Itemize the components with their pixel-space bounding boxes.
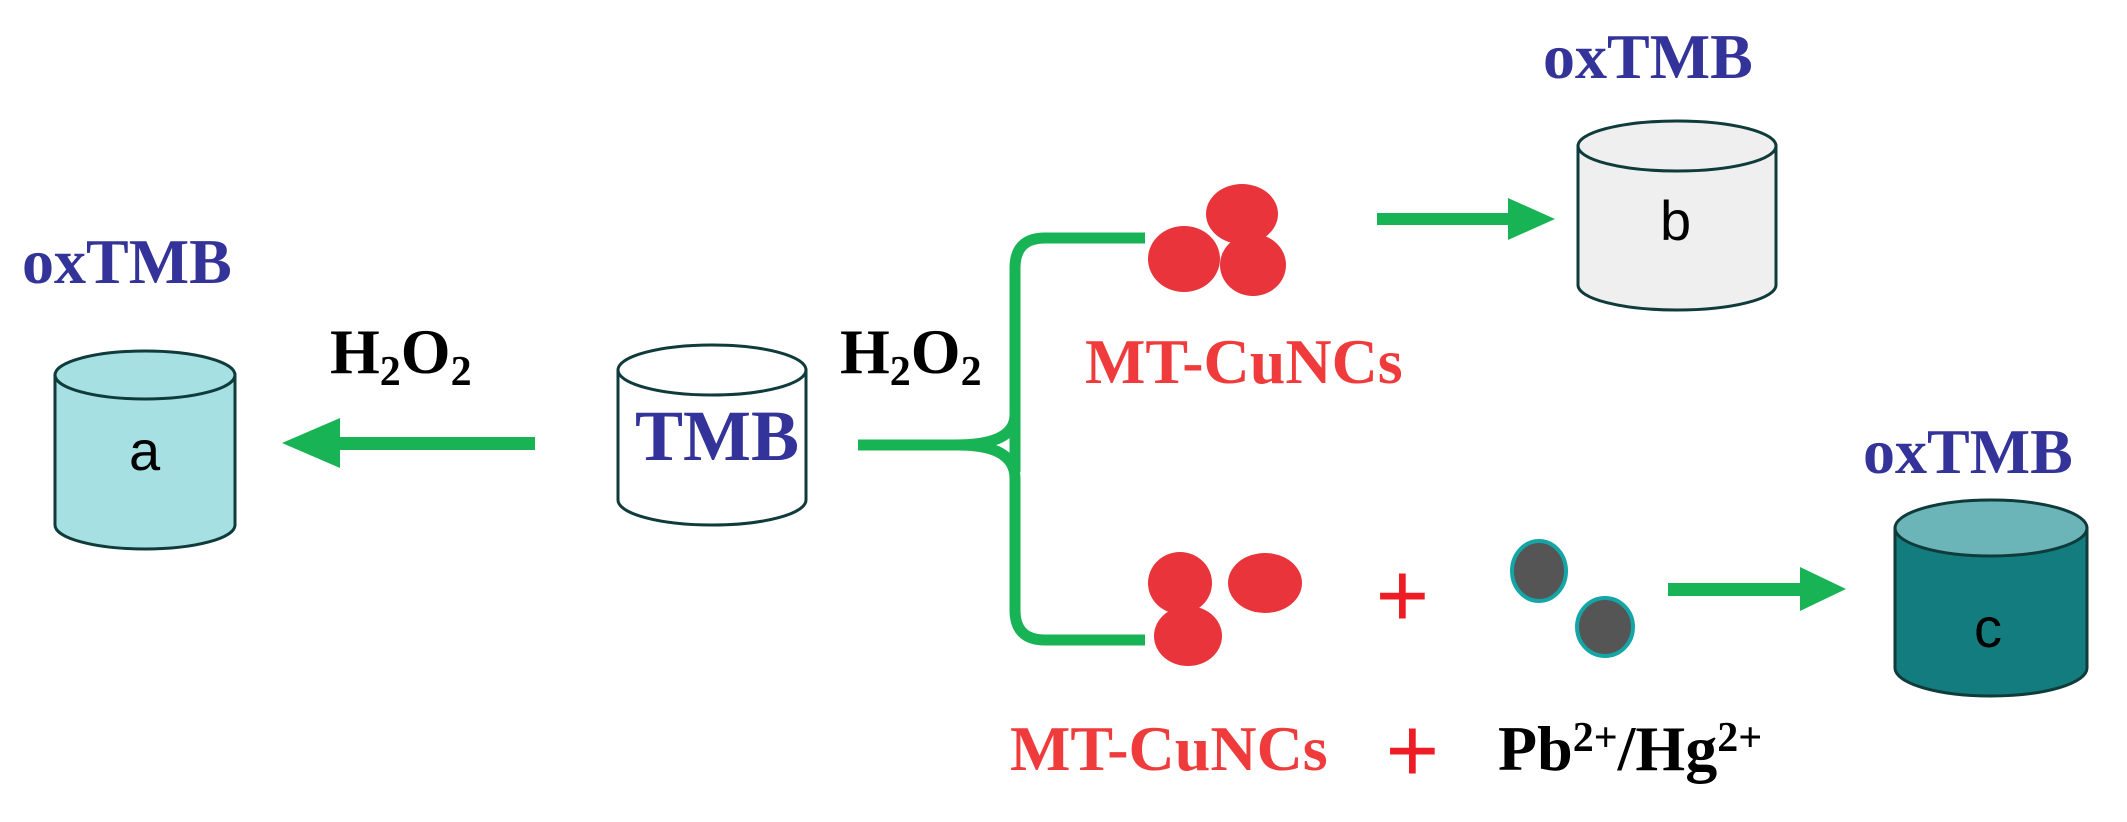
h2o2-label-left: H2O2 [330, 316, 472, 395]
cluster-dot [1148, 226, 1220, 292]
tmb-label: TMB [635, 396, 800, 476]
branch-brace [858, 232, 1145, 646]
mt-cuncs-label-lower: MT-CuNCs [1010, 713, 1328, 784]
mt-cunc-cluster-upper [1148, 184, 1286, 296]
vial-b-letter: b [1660, 189, 1692, 252]
arrow-to-a [282, 418, 535, 468]
vial-b [1576, 119, 1778, 312]
vial-c-top [1893, 498, 2089, 558]
plus-sign-bottom: + [1385, 697, 1440, 804]
cluster-dot [1148, 552, 1212, 614]
oxtmb-label-c: oxTMB [1863, 416, 2073, 487]
vial-tmb-body [616, 368, 808, 527]
vial-c [1893, 498, 2089, 698]
oxtmb-label-a: oxTMB [22, 226, 232, 297]
vial-a-body [53, 373, 237, 551]
vial-a [53, 349, 237, 551]
arrow-to-c [1668, 567, 1846, 611]
cluster-dot [1154, 606, 1222, 666]
mt-cuncs-label-upper: MT-CuNCs [1085, 326, 1403, 397]
cluster-dot [1206, 184, 1278, 244]
cluster-dot [1228, 553, 1302, 613]
vial-tmb-top [616, 343, 808, 397]
brace-lower [957, 439, 1145, 646]
oxtmb-label-b: oxTMB [1543, 21, 1753, 92]
ion-dot [1510, 539, 1568, 603]
arrow-to-b [1377, 198, 1555, 240]
vial-b-body [1576, 144, 1778, 312]
brace-upper [1009, 232, 1145, 473]
plus-sign-mid: + [1375, 542, 1430, 649]
ion-dot [1575, 596, 1635, 658]
vial-c-letter: c [1974, 596, 2002, 659]
mt-cunc-cluster-lower [1148, 552, 1302, 666]
h2o2-label-right: H2O2 [840, 316, 982, 395]
brace-stem [858, 414, 1021, 451]
vial-a-letter: a [129, 419, 161, 482]
vial-tmb [616, 343, 808, 527]
cluster-dot [1220, 234, 1286, 296]
vial-c-body [1893, 526, 2089, 698]
vial-a-top [53, 349, 237, 401]
pb-hg-ion-label: Pb2+/Hg2+ [1498, 713, 1763, 784]
vial-b-top [1576, 119, 1778, 173]
metal-ions [1510, 539, 1635, 658]
